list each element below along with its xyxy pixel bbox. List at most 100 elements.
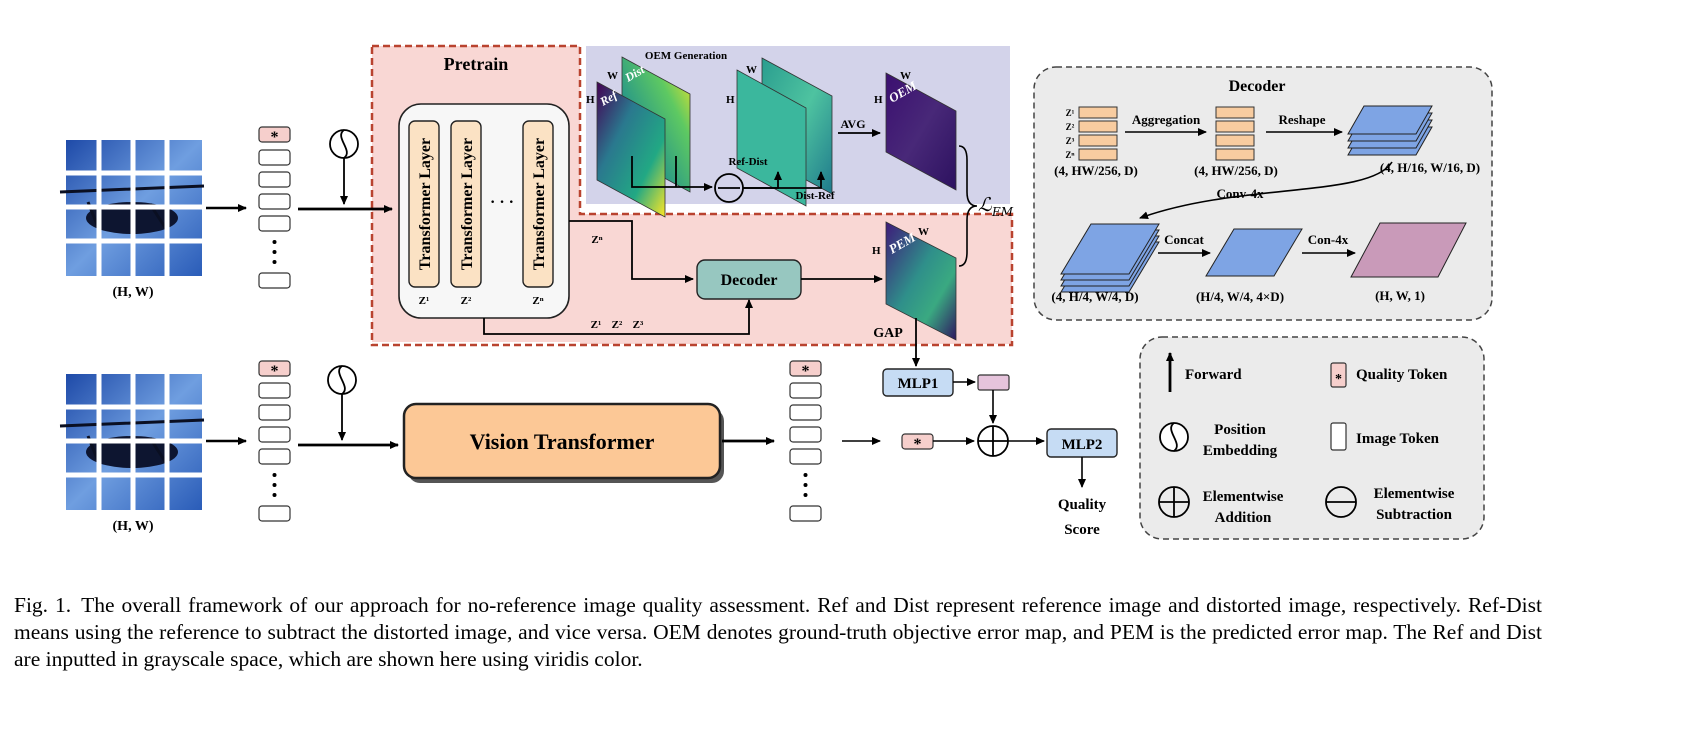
z-label-layer-1: Z¹ (419, 295, 430, 307)
conv-label: Conv-4x (1217, 186, 1264, 201)
concat-label: Concat (1164, 232, 1204, 247)
legend-add-line2: Addition (1215, 510, 1272, 526)
z-bottom-label-1: Z¹ (591, 319, 602, 331)
w-label: W (746, 64, 757, 76)
gap-label: GAP (873, 326, 903, 341)
shape-label-5: (H/4, W/4, 4×D) (1196, 289, 1284, 304)
image-token (258, 215, 291, 232)
decoder-z-label: Z³ (1066, 136, 1075, 146)
h-label: H (872, 245, 881, 257)
legend-add-line1: Elementwise (1203, 489, 1284, 505)
transformer-layer-label: Transformer Layer (417, 138, 434, 270)
decoder-z-label: Zⁿ (1065, 150, 1075, 160)
ref-dist-map (736, 69, 807, 207)
figure-number: Fig. 1. (14, 593, 72, 617)
loss-subscript: EM (991, 205, 1014, 219)
legend-sub-line2: Subtraction (1376, 507, 1453, 523)
legend-subtraction-icon (1325, 486, 1357, 518)
mlp1-output-token (977, 374, 1010, 391)
arrow-conv-curve (1139, 161, 1393, 220)
oem-map (885, 72, 957, 191)
token-column-bottom (258, 360, 291, 522)
feature-stack-large (1060, 223, 1160, 293)
quality-token-mark: * (271, 363, 279, 380)
position-embedding-icon (329, 129, 359, 159)
transformer-layer-label: Transformer Layer (531, 138, 548, 270)
ref-map (596, 81, 666, 218)
aggregation-label: Aggregation (1132, 112, 1201, 127)
image-token (258, 505, 291, 522)
ref-dist-label: Ref-Dist (728, 156, 767, 168)
image-token (789, 426, 822, 443)
token-stack-1 (1078, 106, 1118, 161)
layer-ellipsis: · · · (490, 194, 514, 211)
legend-position-line1: Position (1214, 422, 1266, 438)
z-bottom-label-2: Z² (612, 319, 623, 331)
shape-label-6: (H, W, 1) (1375, 288, 1425, 303)
image-token (789, 448, 822, 465)
input-image-top (59, 140, 205, 276)
quality-token (258, 126, 291, 143)
legend-position-line2: Embedding (1203, 443, 1278, 459)
w-label: W (900, 70, 911, 82)
shape-label-2: (4, HW/256, D) (1194, 163, 1278, 178)
legend-forward: Forward (1185, 367, 1242, 383)
image-token (258, 193, 291, 210)
image-token (789, 382, 822, 399)
transformer-layer-1 (408, 120, 440, 288)
w-label: W (918, 226, 929, 238)
legend-sub-line1: Elementwise (1374, 486, 1455, 502)
ref-to-sub-path (631, 156, 713, 191)
image-token (258, 272, 291, 289)
concat-feature (1205, 228, 1303, 277)
vision-transformer-block (402, 402, 722, 480)
framework-diagram: Pretrain (H, W) (H, W) * (59, 44, 1493, 540)
loss-bracket (958, 145, 978, 267)
image-token (258, 382, 291, 399)
quality-score-line2: Score (1064, 522, 1100, 538)
token-column-top (258, 126, 291, 289)
input-size-top: (H, W) (113, 285, 154, 300)
caption-text: The overall framework of our approach fo… (14, 593, 1542, 671)
z-label-layer-2: Z² (461, 295, 472, 307)
legend-panel (1139, 336, 1485, 540)
dist-ref-label: Dist-Ref (795, 190, 834, 202)
transformer-layer-2 (450, 120, 482, 288)
shape-label-4: (4, H/4, W/4, D) (1051, 289, 1138, 304)
input-image-bottom (59, 374, 205, 510)
pretrain-border (370, 44, 1014, 347)
token-column-output (789, 360, 822, 522)
h-label: H (726, 94, 735, 106)
vision-transformer-label: Vision Transformer (470, 429, 655, 454)
legend-addition-icon (1158, 486, 1190, 518)
decoder-detail-title: Decoder (1229, 78, 1286, 95)
h-label: H (874, 94, 883, 106)
shape-label-3: (4, H/16, W/16, D) (1380, 160, 1480, 175)
image-token (789, 404, 822, 421)
pem-map (885, 221, 957, 341)
pretrain-title: Pretrain (444, 54, 509, 74)
sub-to-distref-path (743, 171, 825, 189)
legend-image-token: Image Token (1356, 431, 1440, 447)
legend-quality-token-icon (1330, 362, 1347, 388)
position-embedding-icon (327, 365, 357, 395)
image-token (789, 505, 822, 522)
oem-generation-title: OEM Generation (645, 50, 727, 62)
quality-token (789, 360, 822, 377)
quality-token-mark: * (914, 436, 922, 453)
feature-stack-small (1347, 105, 1433, 156)
image-token (258, 426, 291, 443)
image-token (258, 448, 291, 465)
zn-to-decoder-path (569, 220, 694, 283)
decoder-z-label: Z² (1066, 122, 1075, 132)
legend-image-token-icon (1330, 422, 1347, 451)
transformer-layer-n (522, 120, 554, 288)
quality-token-mark: * (802, 363, 810, 380)
image-token (258, 149, 291, 166)
legend-quality-token-mark: * (1335, 372, 1342, 387)
zn-label: Zⁿ (591, 234, 602, 246)
shape-label-1: (4, HW/256, D) (1054, 163, 1138, 178)
transformer-layer-label: Transformer Layer (459, 138, 476, 270)
token-stack-2 (1215, 106, 1255, 161)
z-label-layer-n: Zⁿ (532, 295, 543, 307)
